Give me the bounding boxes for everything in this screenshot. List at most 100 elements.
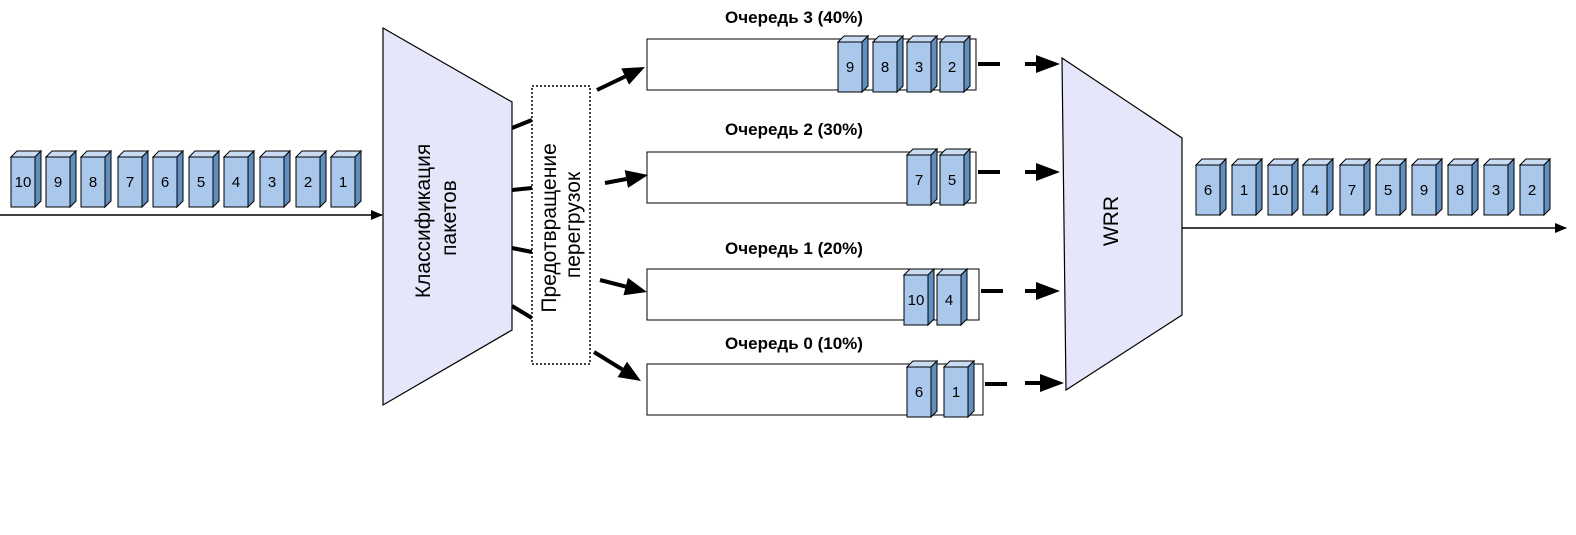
packet-side-face — [1507, 157, 1515, 217]
packet-front-face — [1375, 164, 1401, 216]
packet-number: 7 — [1348, 182, 1356, 199]
packet-side-face — [1363, 157, 1371, 217]
wrr-label: WRR — [1100, 196, 1123, 246]
queue-input-arrow-line — [599, 278, 627, 289]
input-packet: 8 — [79, 149, 113, 209]
packet-side-face — [967, 359, 975, 419]
queue-input-arrow-head — [624, 170, 648, 188]
packet-number: 10 — [1272, 182, 1289, 199]
classifier-block — [382, 26, 513, 407]
packet-front-face — [1483, 164, 1509, 216]
packet-front-face — [1195, 164, 1221, 216]
packet-side-face — [1435, 157, 1443, 217]
packet-front-face — [259, 156, 285, 208]
output-packet: 2 — [1518, 157, 1552, 217]
packet-number: 3 — [915, 59, 923, 76]
packet-side-face — [930, 147, 938, 207]
input-packet: 4 — [222, 149, 256, 209]
queue-input-arrow-line — [604, 177, 627, 185]
packet-number: 10 — [908, 292, 925, 309]
input-packet: 9 — [44, 149, 78, 209]
output-packet: 4 — [1301, 157, 1335, 217]
output-packet: 8 — [1446, 157, 1480, 217]
packet-front-face — [1519, 164, 1545, 216]
packet-side-face — [930, 359, 938, 419]
packet-side-face — [927, 267, 935, 327]
packet-side-face — [960, 267, 968, 327]
packet-front-face — [943, 366, 969, 418]
packet-side-face — [176, 149, 184, 209]
congestion-label: Предотвращение перегрузок — [538, 137, 585, 312]
input-packet: 10 — [9, 149, 43, 209]
packet-front-face — [1302, 164, 1328, 216]
classifier-label-line1: Классификация — [412, 144, 435, 298]
packet-front-face — [906, 154, 932, 206]
queue-title: Очередь 1 (20%) — [725, 239, 863, 258]
packet-side-face — [1291, 157, 1299, 217]
queue-packet: 8 — [871, 34, 905, 94]
packet-front-face — [837, 41, 863, 93]
packet-number: 9 — [846, 59, 854, 76]
packet-number: 3 — [268, 174, 276, 191]
packet-side-face — [963, 34, 971, 94]
packet-side-face — [861, 34, 869, 94]
packet-number: 10 — [15, 174, 32, 191]
packet-side-face — [1326, 157, 1334, 217]
packet-front-face — [152, 156, 178, 208]
queue-output-arrow-head — [1036, 55, 1060, 73]
packet-front-face — [45, 156, 71, 208]
packet-front-face — [906, 41, 932, 93]
queue-output-arrow-head — [1036, 282, 1060, 300]
packet-number: 2 — [948, 59, 956, 76]
input-packet: 3 — [258, 149, 292, 209]
packet-number: 6 — [161, 174, 169, 191]
output-packet: 10 — [1266, 157, 1300, 217]
packet-number: 9 — [1420, 182, 1428, 199]
packet-side-face — [963, 147, 971, 207]
congestion-label-line1: Предотвращение — [538, 143, 561, 312]
queue-packet: 9 — [836, 34, 870, 94]
output-packet: 9 — [1410, 157, 1444, 217]
packet-number: 5 — [197, 174, 205, 191]
packet-number: 3 — [1492, 182, 1500, 199]
packet-front-face — [939, 154, 965, 206]
packet-number: 4 — [945, 292, 953, 309]
queue-title: Очередь 0 (10%) — [725, 334, 863, 353]
output-packet: 6 — [1194, 157, 1228, 217]
output-packet: 7 — [1338, 157, 1372, 217]
packet-number: 1 — [952, 384, 960, 401]
packet-front-face — [936, 274, 962, 326]
congestion-label-line2: перегрузок — [562, 171, 585, 278]
packet-side-face — [69, 149, 77, 209]
packet-side-face — [247, 149, 255, 209]
queue-input-arrow-head — [617, 361, 641, 381]
packet-side-face — [104, 149, 112, 209]
packet-number: 2 — [304, 174, 312, 191]
packet-front-face — [1447, 164, 1473, 216]
queue-packet: 3 — [905, 34, 939, 94]
packet-number: 4 — [1311, 182, 1319, 199]
congestion-avoidance-box — [531, 85, 591, 365]
packet-front-face — [80, 156, 106, 208]
packet-number: 8 — [881, 59, 889, 76]
queue-packet: 10 — [902, 267, 936, 327]
packet-side-face — [1219, 157, 1227, 217]
packet-front-face — [330, 156, 356, 208]
queue-input-arrow-line — [596, 74, 627, 92]
packet-side-face — [141, 149, 149, 209]
packet-side-face — [1399, 157, 1407, 217]
output-packet: 1 — [1230, 157, 1264, 217]
classifier-label: Классификация пакетов — [412, 138, 461, 298]
packet-number: 5 — [948, 172, 956, 189]
input-packet: 2 — [294, 149, 328, 209]
packet-number: 5 — [1384, 182, 1392, 199]
packet-number: 8 — [1456, 182, 1464, 199]
queue-title: Очередь 2 (30%) — [725, 120, 863, 139]
queue-input-arrow-line — [592, 350, 624, 372]
packet-number: 6 — [1204, 182, 1212, 199]
